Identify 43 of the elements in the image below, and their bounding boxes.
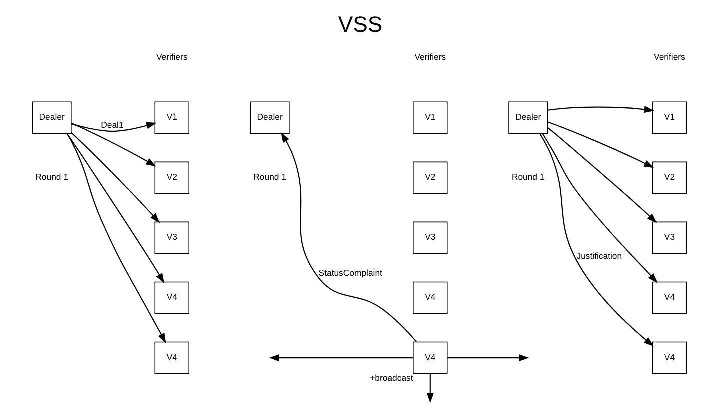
node-box: V3	[154, 222, 189, 254]
node-label: +broadcast	[370, 372, 413, 383]
arrow	[66, 134, 166, 344]
node-box: V2	[412, 162, 448, 194]
arrow	[268, 354, 413, 362]
arrow	[70, 132, 160, 224]
arrow	[280, 132, 417, 342]
node-box: V4	[412, 282, 448, 314]
label: Round 1	[511, 172, 544, 182]
edge-label: Deal1	[100, 120, 124, 130]
node-box: V4	[652, 342, 687, 374]
edge-label: StatusComplaint	[318, 268, 382, 278]
arrow	[447, 354, 529, 362]
node-box: V1	[652, 102, 687, 134]
arrow	[70, 122, 156, 132]
edge-label: Justification	[576, 251, 622, 262]
node-box: Dealer	[250, 102, 290, 134]
label: Verifiers	[156, 52, 188, 62]
arrow	[542, 133, 658, 284]
node-box: V4	[652, 282, 687, 314]
arrow	[426, 374, 434, 404]
arrow	[547, 106, 654, 114]
node-box: V3	[412, 222, 448, 254]
node-box: V1	[154, 102, 189, 134]
label: Round 1	[35, 172, 68, 182]
node-box: V4	[412, 342, 448, 374]
node-box: V4	[154, 282, 189, 314]
label: Round 1	[253, 172, 286, 182]
node-box: V2	[154, 162, 189, 194]
node-box: Dealer	[508, 102, 548, 134]
node-box: V1	[412, 102, 448, 134]
node-box: Dealer	[32, 102, 72, 134]
arrow	[547, 122, 654, 168]
label: Verifiers	[414, 52, 446, 62]
diagram-title: VSS	[338, 12, 382, 38]
node-box: V2	[652, 162, 687, 194]
label: Verifiers	[654, 52, 685, 62]
node-box: V4	[154, 342, 189, 374]
arrow	[66, 133, 164, 284]
arrow	[539, 134, 654, 347]
arrow	[70, 122, 156, 167]
node-box: V3	[652, 222, 687, 254]
arrow	[547, 127, 657, 224]
